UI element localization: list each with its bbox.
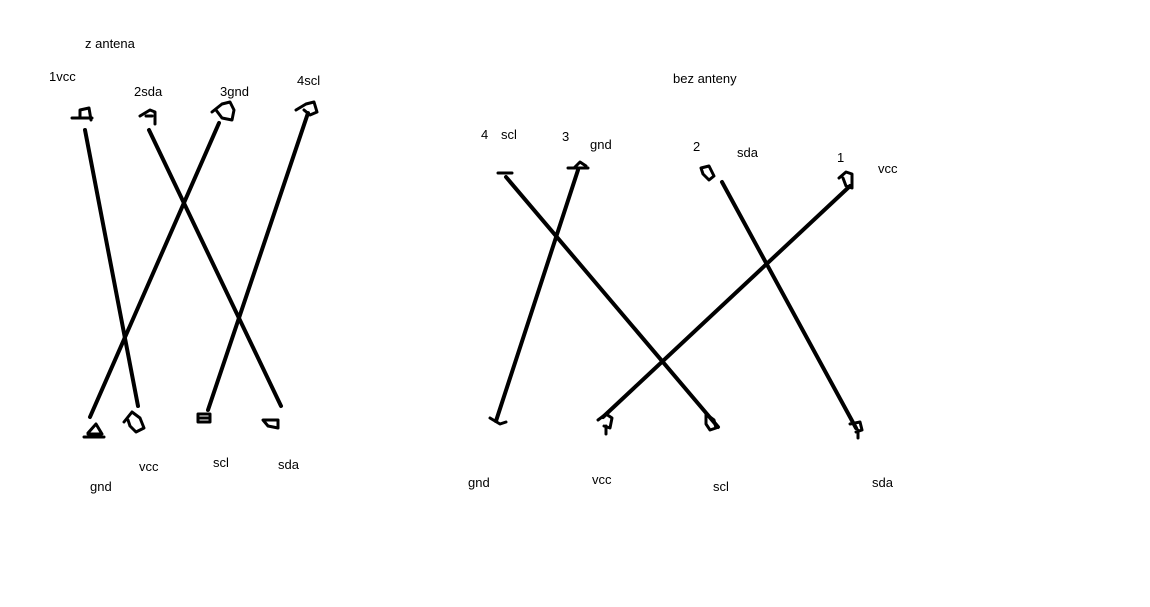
- pin-mark-right-1: [837, 170, 854, 190]
- wire-left-gnd: [88, 121, 221, 419]
- right-top-pin-1-name: vcc: [878, 161, 898, 176]
- pin-mark-left-b3: [196, 412, 212, 424]
- pin-mark-right-b2: [596, 412, 614, 436]
- wire-right-sda: [720, 180, 858, 430]
- pin-mark-right-b1: [488, 416, 508, 426]
- wire-left-sda: [147, 128, 283, 408]
- right-top-pin-4-number: 4: [481, 127, 489, 142]
- right-top-pin-2-name: sda: [737, 145, 758, 160]
- right-top-pin-2-number: 2: [693, 139, 701, 154]
- left-top-pin-4: 4scl: [297, 73, 321, 88]
- wire-right-vcc: [601, 184, 852, 419]
- right-bottom-pin-sda: sda: [872, 475, 893, 490]
- left-bottom-pin-vcc: vcc: [139, 459, 159, 474]
- right-bottom-pin-scl: scl: [713, 479, 729, 494]
- left-bottom-pin-scl: scl: [213, 455, 229, 470]
- right-top-pin-1-number: 1: [837, 150, 845, 165]
- right-title: bez anteny: [673, 71, 737, 86]
- wire-left-vcc: [83, 128, 140, 408]
- pin-mark-left-2: [138, 108, 157, 126]
- left-bottom-pin-sda: sda: [278, 457, 299, 472]
- left-bottom-pin-gnd: gnd: [90, 479, 112, 494]
- right-bottom-pin-gnd: gnd: [468, 475, 490, 490]
- pin-mark-right-b3: [704, 412, 718, 432]
- pin-mark-right-2: [699, 164, 716, 182]
- pin-mark-right-b4: [848, 420, 864, 440]
- left-top-pin-1: 1vcc: [49, 69, 76, 84]
- pin-mark-left-b1: [82, 422, 106, 439]
- right-bottom-pin-vcc: vcc: [592, 472, 612, 487]
- pin-mark-left-1: [70, 106, 94, 122]
- pin-mark-left-4: [294, 100, 319, 117]
- left-top-pin-2: 2sda: [134, 84, 163, 99]
- wire-right-scl: [504, 175, 720, 429]
- pin-mark-right-3: [566, 160, 590, 170]
- left-top-pin-3: 3gnd: [220, 84, 249, 99]
- pin-mark-left-3: [210, 100, 236, 122]
- right-top-pin-3-name: gnd: [590, 137, 612, 152]
- pin-mark-left-b4: [261, 418, 280, 430]
- wire-left-scl: [206, 111, 310, 412]
- wire-right-gnd: [494, 168, 580, 423]
- right-top-pin-3-number: 3: [562, 129, 570, 144]
- right-top-pin-4-name: scl: [501, 127, 517, 142]
- left-title: z antena: [85, 36, 135, 51]
- pin-mark-left-b2: [122, 410, 146, 434]
